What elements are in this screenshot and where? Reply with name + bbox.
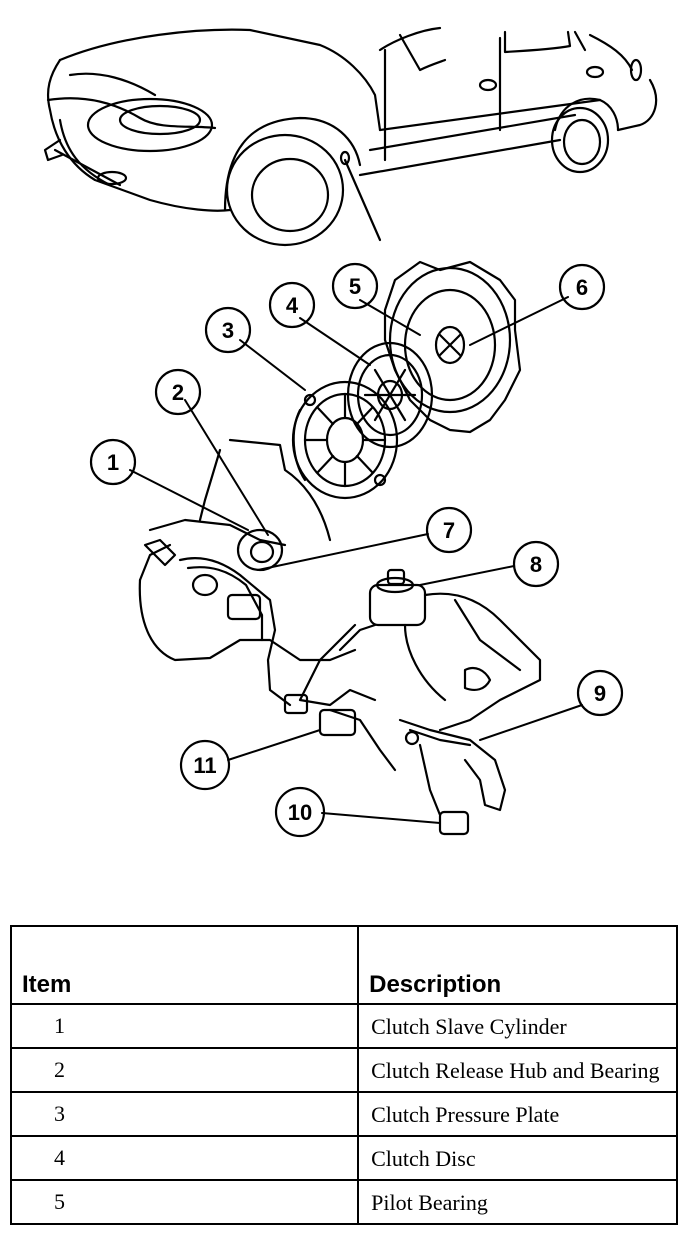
callout-9: 9	[576, 669, 624, 717]
item-number: 3	[9, 1091, 360, 1137]
table-row: 4 Clutch Disc	[9, 1135, 678, 1181]
item-number: 4	[9, 1135, 360, 1181]
table-row: 5 Pilot Bearing	[9, 1179, 678, 1225]
callout-11: 11	[179, 739, 231, 791]
callout-5: 5	[331, 262, 379, 310]
item-number: 5	[9, 1179, 360, 1225]
parts-table: Item Description 1 Clutch Slave Cylinder…	[9, 925, 678, 1225]
callout-2: 2	[154, 368, 202, 416]
callout-label: 9	[594, 681, 606, 706]
callout-6: 6	[558, 263, 606, 311]
leader-lines	[129, 296, 583, 824]
item-description: Pilot Bearing	[357, 1179, 678, 1225]
callout-label: 11	[193, 753, 216, 778]
item-description: Clutch Release Hub and Bearing	[357, 1047, 678, 1093]
pedal-assembly	[298, 568, 542, 836]
item-number: 2	[9, 1047, 360, 1093]
table-header-row: Item Description	[9, 925, 678, 1005]
transmission	[138, 438, 357, 715]
callout-8: 8	[512, 540, 560, 588]
item-description: Clutch Disc	[357, 1135, 678, 1181]
header-item: Item	[9, 925, 360, 1005]
callout-label: 2	[172, 380, 184, 405]
table-row: 2 Clutch Release Hub and Bearing	[9, 1047, 678, 1093]
callout-label: 5	[349, 274, 361, 299]
callout-label: 6	[576, 275, 588, 300]
header-description: Description	[357, 925, 678, 1005]
callout-label: 8	[530, 552, 542, 577]
callout-label: 1	[107, 450, 119, 475]
car-illustration	[43, 26, 658, 247]
callout-3: 3	[204, 306, 252, 354]
item-number: 1	[9, 1003, 360, 1049]
callout-1: 1	[89, 438, 137, 486]
callout-10: 10	[274, 786, 326, 838]
flywheel	[383, 260, 522, 434]
clutch-system-diagram: 1 2 3 4 5 6 7 8 9 10 11	[43, 26, 658, 838]
callout-label: 4	[286, 293, 299, 318]
callout-7: 7	[425, 506, 473, 554]
callout-4: 4	[268, 281, 316, 329]
callout-label: 3	[222, 318, 234, 343]
callout-label: 10	[288, 800, 312, 825]
pressure-plate	[291, 380, 399, 500]
table-row: 1 Clutch Slave Cylinder	[9, 1003, 678, 1049]
item-description: Clutch Slave Cylinder	[357, 1003, 678, 1049]
callout-label: 7	[443, 518, 455, 543]
item-description: Clutch Pressure Plate	[357, 1091, 678, 1137]
table-row: 3 Clutch Pressure Plate	[9, 1091, 678, 1137]
